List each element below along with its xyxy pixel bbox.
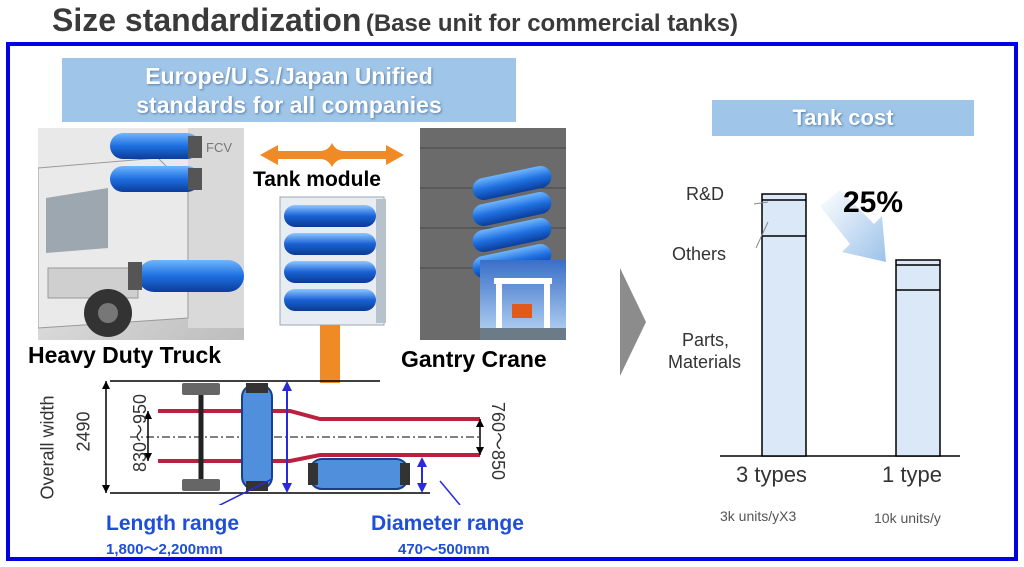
segment-label-parts: Parts, [682, 330, 730, 350]
horizontal-tank [309, 458, 409, 490]
bar-volume-1-type: 10k units/y [874, 510, 941, 526]
content-frame [6, 42, 1018, 561]
fcv-badge: FCV [206, 140, 232, 155]
chassis-diagram [102, 380, 484, 505]
segment-label-materials: Materials [668, 352, 742, 372]
overall-width-value: 2490 [73, 411, 94, 452]
truck-label: Heavy Duty Truck [28, 342, 222, 368]
vertical-tank [241, 384, 273, 490]
reduction-arrow [820, 190, 886, 262]
module-tank [284, 233, 376, 255]
crane-photo [420, 128, 566, 340]
crane-label: Gantry Crane [401, 346, 547, 372]
chevron-right-icon [620, 268, 646, 376]
module-tank [284, 261, 376, 283]
segment-label-others: Others [672, 244, 727, 264]
cost-chart [720, 190, 960, 457]
chassis-rail [158, 409, 480, 421]
module-tank [284, 205, 376, 227]
standards-banner: Europe/U.S./Japan Unified standards for … [62, 58, 516, 122]
tank-module-label: Tank module [251, 168, 383, 192]
bar-volume-3-types: 3k units/yX3 [720, 508, 797, 524]
chassis-rail [158, 453, 480, 463]
truck-photo: FCV [38, 128, 244, 340]
orange-split-arrow [260, 143, 404, 167]
standards-banner-line2: standards for all companies [136, 92, 442, 118]
tank-cost-banner: Tank cost [712, 100, 974, 136]
standards-banner-line1: Europe/U.S./Japan Unified [145, 63, 433, 89]
reduction-percent: 25% [843, 186, 904, 219]
segment-label-rnd: R&D [686, 184, 725, 204]
page-title: Size standardization (Base unit for comm… [52, 2, 738, 39]
frame-width-value: 830～950 [130, 393, 151, 473]
narrow-width-value: 760～850 [488, 401, 509, 481]
orange-stem [320, 325, 340, 383]
length-range-value: 1,800～2,200mm [106, 541, 223, 558]
bar-3-types [761, 193, 807, 457]
bar-1-type [895, 259, 941, 457]
bar-category-3-types: 3 types [736, 462, 807, 487]
module-tank [284, 289, 376, 311]
tank-module-diagram [260, 143, 404, 383]
title-sub: (Base unit for commercial tanks) [365, 10, 738, 37]
diameter-range-value: 470～500mm [398, 541, 490, 558]
overall-width-label: Overall width [37, 395, 58, 500]
diameter-range-label: Diameter range [371, 512, 524, 535]
title-main: Size standardization [52, 2, 362, 38]
bar-category-1-type: 1 type [882, 462, 942, 487]
length-range-label: Length range [106, 512, 240, 535]
